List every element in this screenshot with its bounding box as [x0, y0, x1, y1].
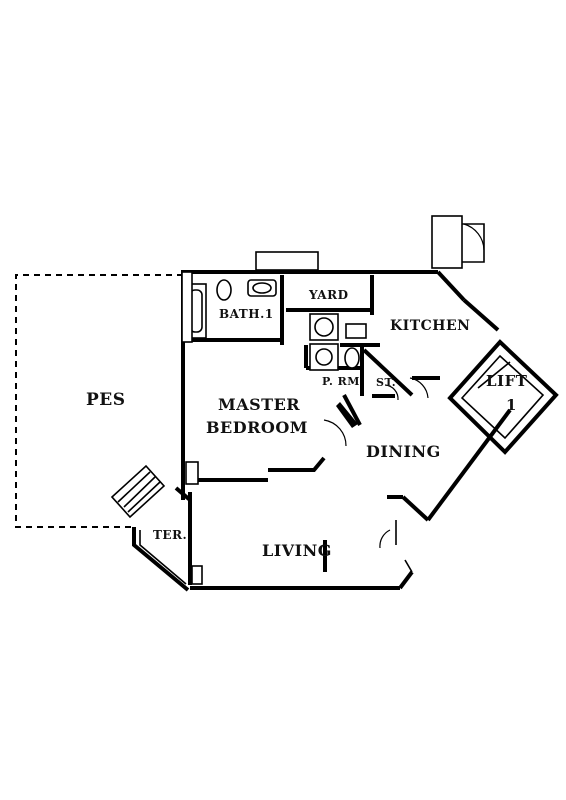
exterior-walls [132, 270, 512, 592]
room-label-powder-room: P. RM [322, 375, 360, 388]
room-label-master-bedroom-line2: BEDROOM [206, 418, 308, 437]
room-label-terrace: TER. [153, 528, 187, 542]
room-label-bath: BATH.1 [219, 307, 274, 321]
room-label-master-bedroom-line1: MASTER [218, 395, 300, 414]
room-label-lift-line1: LIFT [486, 372, 528, 390]
door-swings [323, 377, 429, 573]
top-projection [255, 215, 485, 271]
lift-shaft [447, 339, 559, 455]
room-label-lift-line2: 1 [506, 396, 517, 414]
staircase [110, 464, 166, 519]
room-label-dining: DINING [366, 442, 441, 461]
pes-boundary [15, 274, 183, 528]
room-label-living: LIVING [262, 541, 332, 560]
columns [181, 271, 203, 585]
yard-fixtures [309, 313, 367, 371]
room-label-pes: PES [86, 390, 126, 410]
room-label-kitchen: KITCHEN [390, 318, 470, 334]
room-label-store: ST. [376, 376, 396, 389]
room-label-yard: YARD [308, 288, 349, 302]
interior-walls [183, 275, 440, 572]
